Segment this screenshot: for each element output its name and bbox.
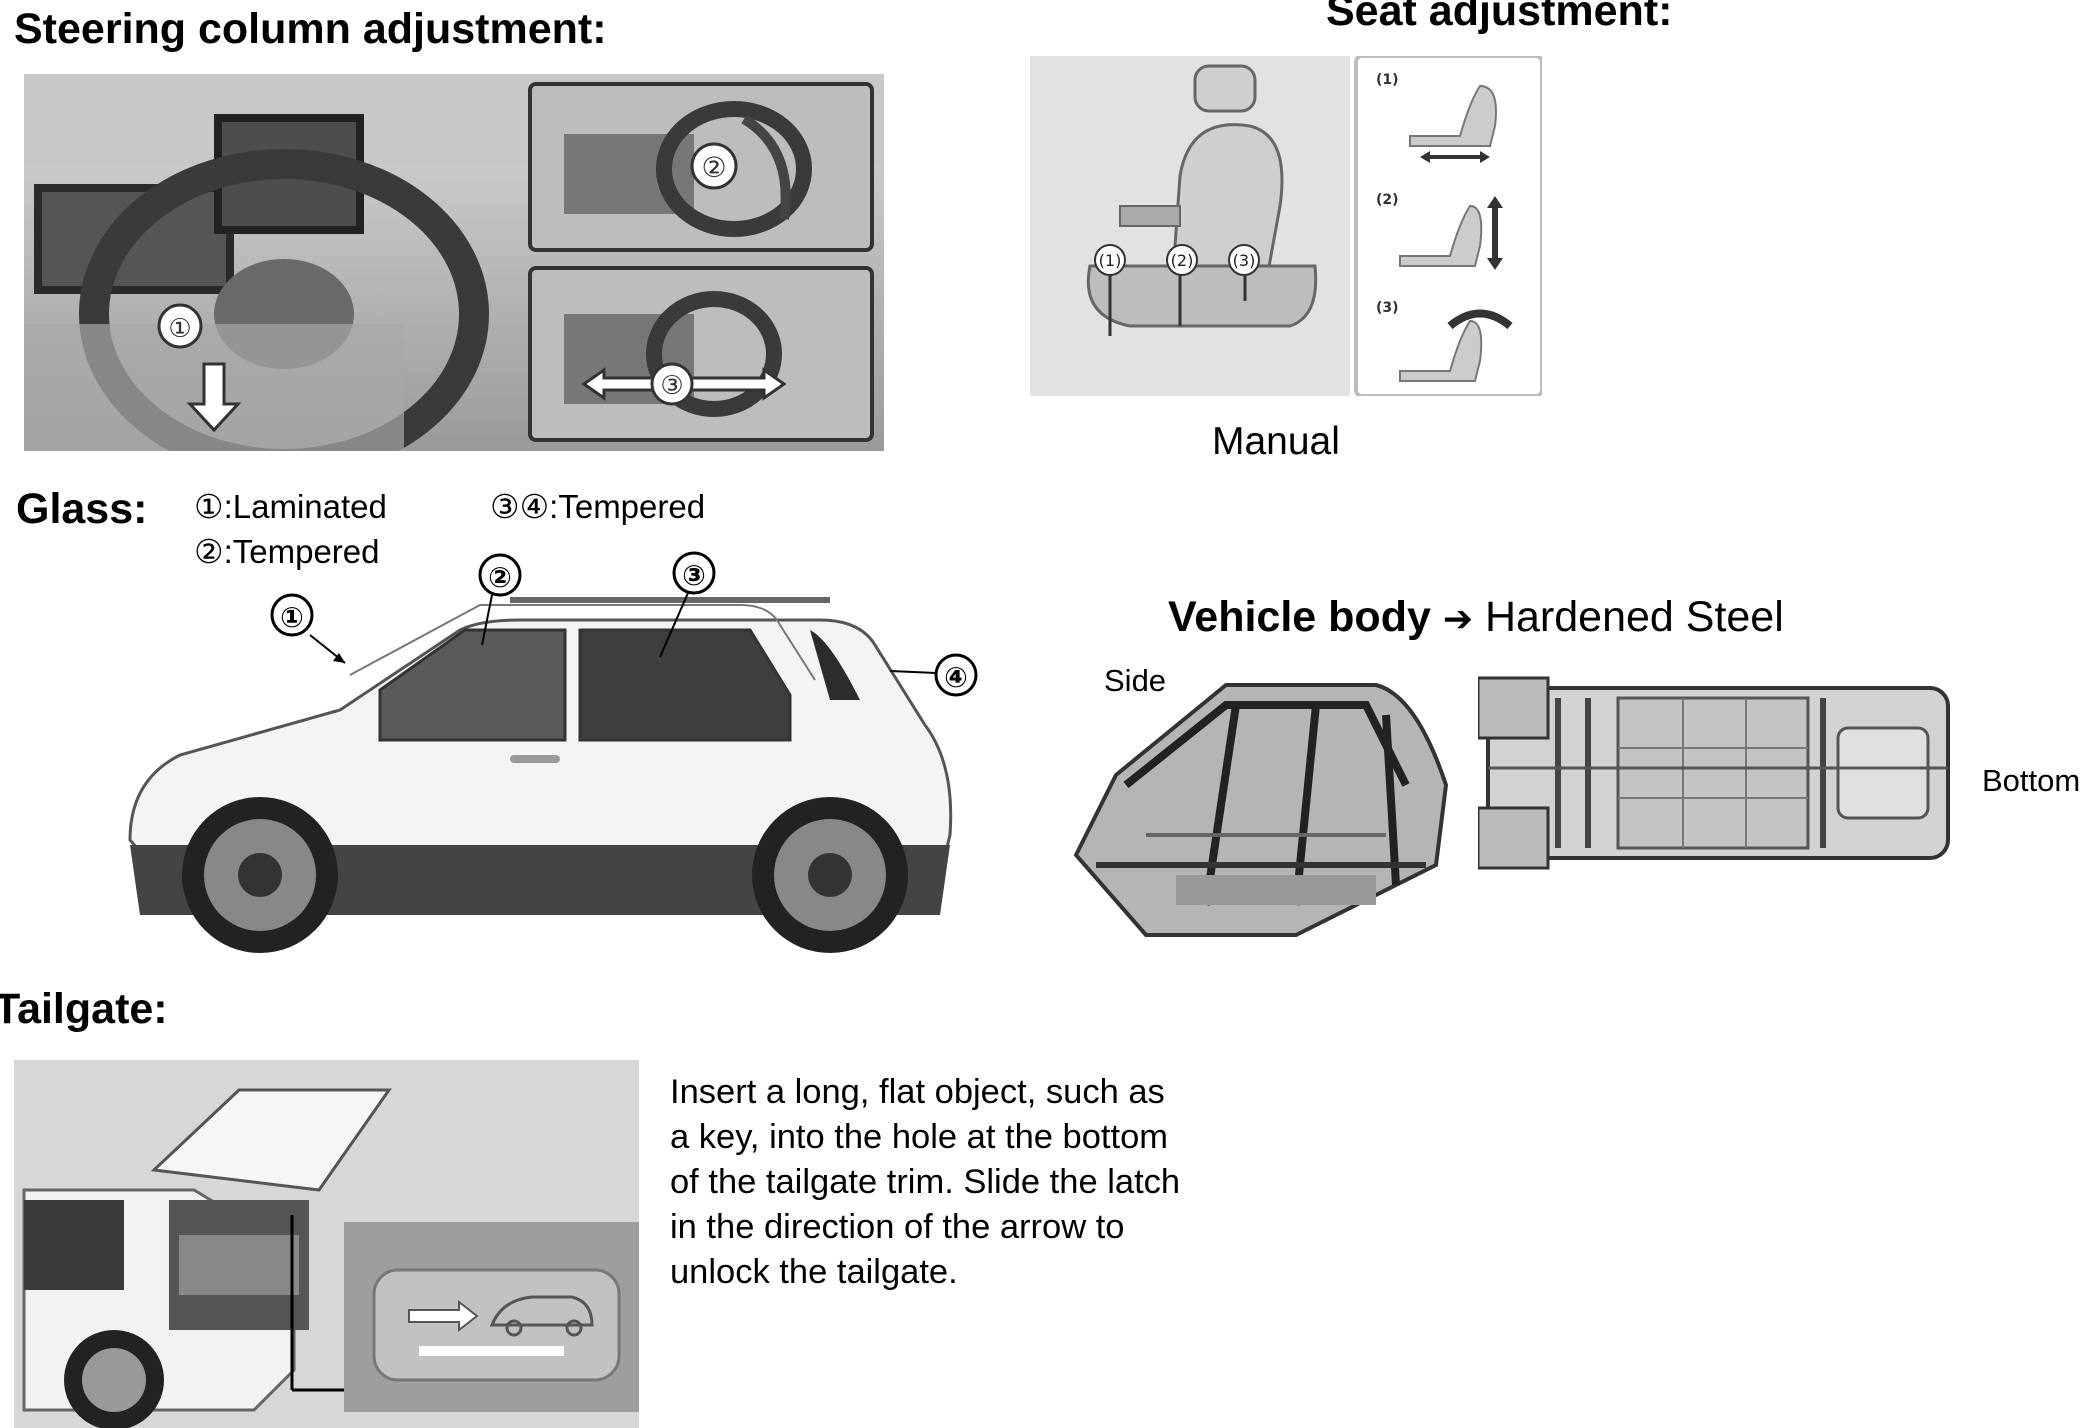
steering-marker-3: ③ xyxy=(660,371,683,401)
glass-heading: Glass: xyxy=(16,485,148,533)
glass-legend-2: ②:Tempered xyxy=(194,533,380,570)
vehicle-body-heading-row: Vehicle body ➔ Hardened Steel xyxy=(1168,596,1784,639)
seat-panel-label-1: (1) xyxy=(1376,72,1399,88)
glass-marker-1: ① xyxy=(280,601,304,634)
steering-marker-2: ② xyxy=(701,151,726,184)
car-side-illustration: ① ② ③ ④ xyxy=(110,545,1010,965)
seat-diagram: (1) (2) (3) (1) (2) (3) xyxy=(1030,56,1542,396)
glass-legend-1: ①:Laminated xyxy=(194,488,387,525)
seat-label-1: (1) xyxy=(1099,251,1122,270)
glass-marker-4: ④ xyxy=(944,661,968,694)
seat-label-3: (3) xyxy=(1233,251,1256,270)
body-side-label: Side xyxy=(1104,663,1167,698)
seat-caption: Manual xyxy=(1212,420,1340,463)
vehicle-body-material: Hardened Steel xyxy=(1484,593,1784,641)
arrow-right-icon: ➔ xyxy=(1442,599,1473,640)
steering-heading: Steering column adjustment: xyxy=(14,5,607,53)
seat-heading: Seat adjustment: xyxy=(1326,0,1673,35)
tailgate-heading: Tailgate: xyxy=(0,985,168,1033)
seat-panel-label-2: (2) xyxy=(1376,192,1399,208)
steering-marker-1: ① xyxy=(168,314,191,344)
seat-panel-label-3: (3) xyxy=(1376,300,1399,316)
glass-legend-3: ③④:Tempered xyxy=(490,488,706,525)
tailgate-photo xyxy=(14,1060,639,1428)
vehicle-body-heading: Vehicle body xyxy=(1168,593,1431,641)
body-bottom-frame xyxy=(1478,668,1958,876)
glass-marker-3: ③ xyxy=(682,559,706,592)
steering-photo: ① ② ③ xyxy=(24,74,884,451)
tailgate-instructions: Insert a long, flat object, such as a ke… xyxy=(670,1073,1181,1291)
body-bottom-label: Bottom xyxy=(1982,763,2081,798)
seat-label-2: (2) xyxy=(1171,251,1194,270)
body-side-frame xyxy=(1066,665,1466,955)
glass-marker-2: ② xyxy=(488,561,512,594)
